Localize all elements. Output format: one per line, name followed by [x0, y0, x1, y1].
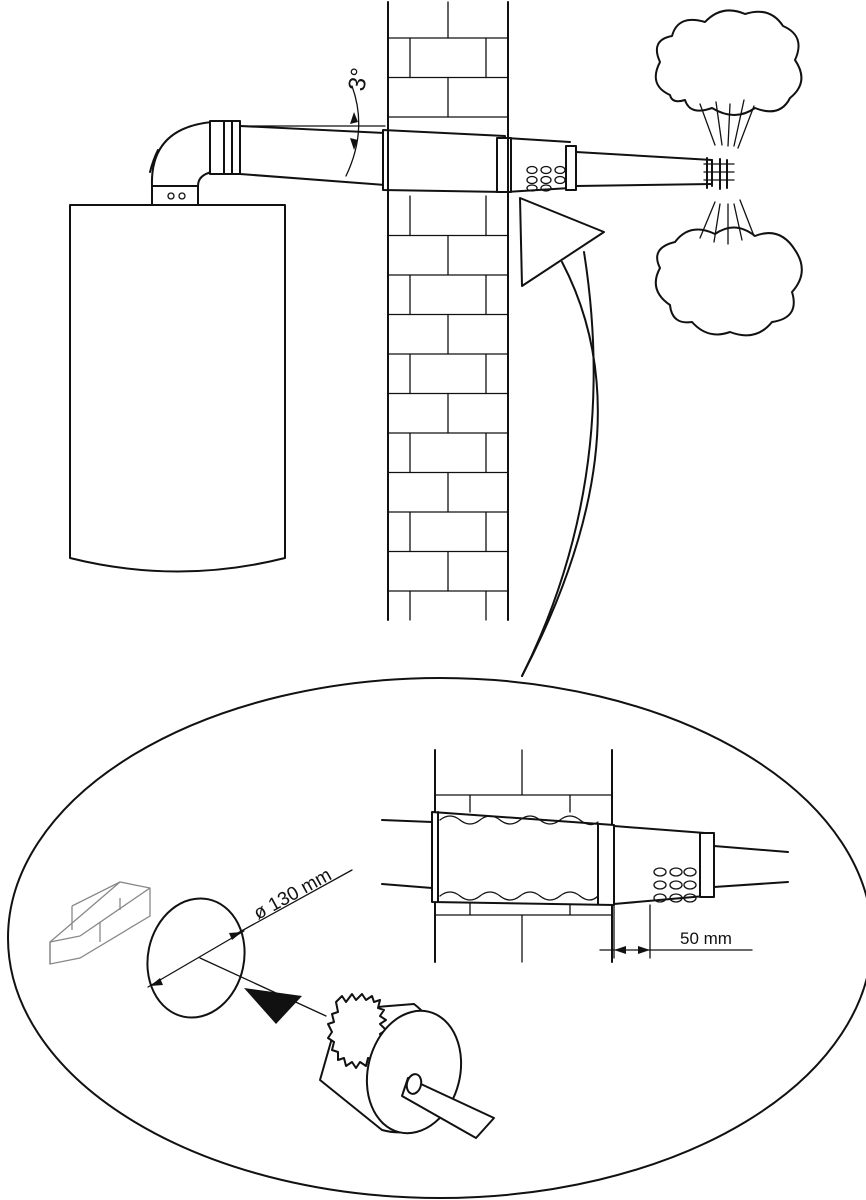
flue-ribs	[526, 165, 566, 192]
brick-wall-icon	[387, 1, 509, 621]
boiler-icon	[69, 185, 286, 573]
callout-arrow	[519, 197, 605, 677]
hole-diameter-label: ø 130 mm	[250, 865, 335, 925]
angle-label: 3°	[343, 66, 374, 93]
core-drill-icon	[319, 993, 495, 1139]
detail-wall-section: 50 mm	[381, 749, 789, 963]
wall-hole: ø 130 mm	[146, 865, 353, 1024]
wall-offset-label: 50 mm	[680, 929, 732, 948]
small-brick-icon	[49, 881, 151, 965]
angle-dimension: 3°	[239, 66, 386, 177]
exhaust-cloud-icon	[654, 9, 803, 337]
flue-pipe-icon	[149, 120, 735, 193]
detail-ellipse-icon	[7, 677, 866, 1199]
